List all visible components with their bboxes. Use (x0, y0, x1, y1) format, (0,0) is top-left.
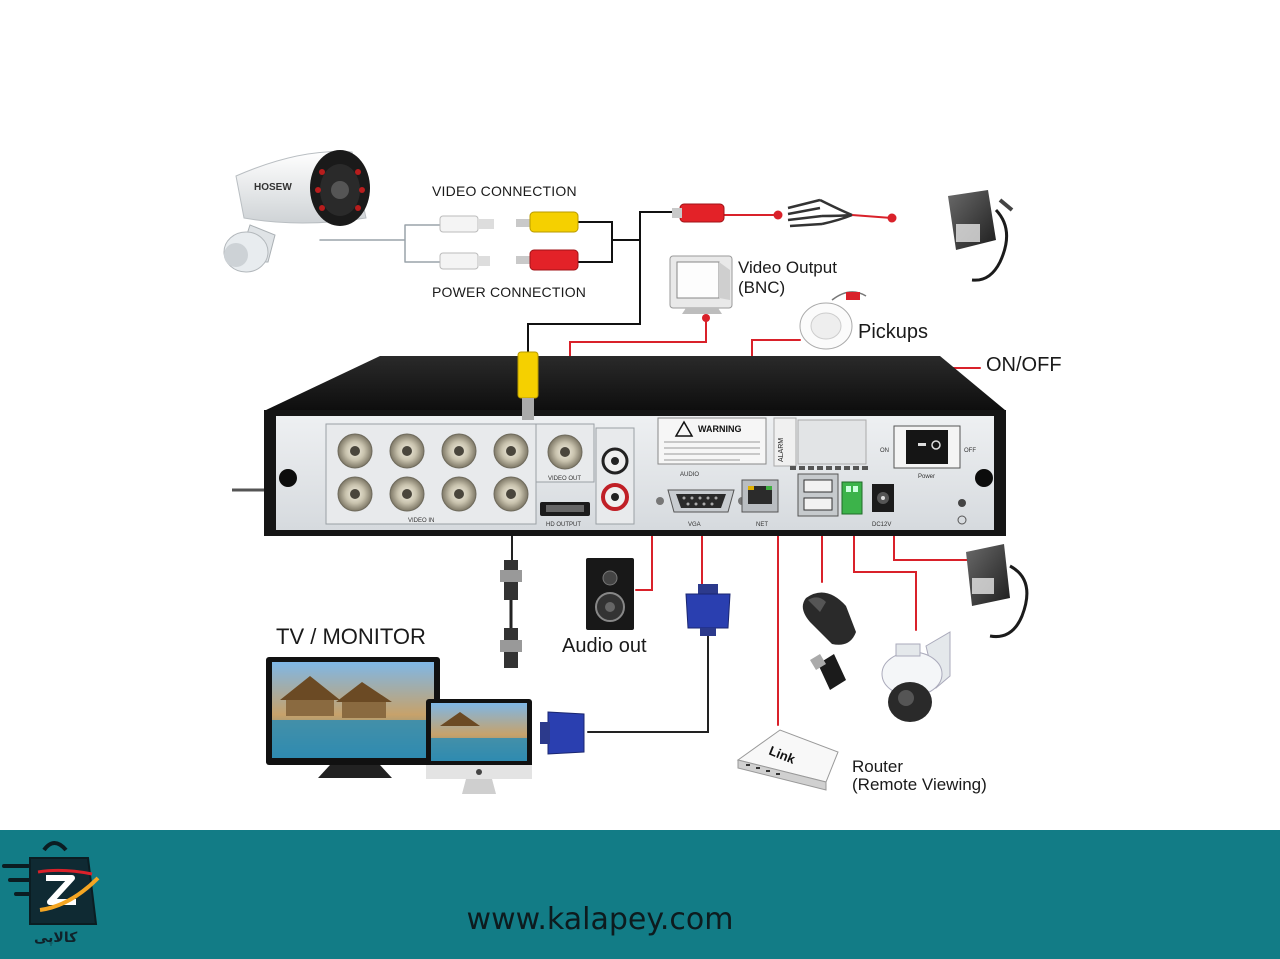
vga-plug-monitor (540, 711, 585, 755)
video-output-bnc-label: (BNC) (738, 278, 786, 297)
footer-bar: کالاپی www.kalapey.com (0, 830, 1280, 959)
vga-plug (685, 584, 731, 636)
brand-name: کالاپی (34, 930, 78, 946)
video-output-label: Video Output (738, 258, 837, 277)
ptz-camera (881, 631, 951, 722)
vga-monitor-cable (587, 635, 709, 733)
router: Link (736, 729, 839, 791)
power-connection-label: POWER CONNECTION (432, 284, 587, 300)
dvr-connection-diagram: HOSEW (223, 150, 1062, 794)
power-splitter (787, 198, 853, 228)
panel-power-label: Power (918, 474, 935, 480)
pickups-label: Pickups (858, 321, 929, 343)
panel-dc-label: DC12V (872, 522, 891, 528)
power-plug (672, 203, 725, 223)
tv-monitor-label: TV / MONITOR (276, 624, 426, 649)
panel-video-out-label: VIDEO OUT (548, 476, 581, 482)
power-adapter-bottom (966, 544, 1029, 639)
site-url-link[interactable]: www.kalapey.com (466, 902, 734, 937)
shopping-bag-logo-icon (2, 841, 100, 925)
hdmi-cable (500, 560, 522, 668)
audio-out-label: Audio out (562, 635, 647, 657)
panel-vga-label: VGA (688, 522, 701, 528)
panel-hd-output-label: HD OUTPUT (546, 522, 581, 528)
panel-video-in-label: VIDEO IN (408, 518, 434, 524)
power-cable-red (723, 214, 893, 219)
router-sub-label: (Remote Viewing) (852, 775, 987, 794)
speaker (586, 558, 634, 630)
panel-on-label: ON (880, 448, 889, 454)
dvr-recorder: VIDEO IN VIDEO OUT HD OUTPUT AUDIO WARNI… (232, 356, 1006, 536)
on-off-label: ON/OFF (986, 354, 1062, 376)
alarm-line (853, 517, 917, 631)
diagram-canvas: HOSEW (223, 150, 1029, 794)
bnc-video-in-ports (337, 433, 583, 512)
camera-pigtail-cable (319, 224, 441, 263)
usb-drive (810, 654, 846, 690)
video-cable-black (527, 211, 681, 353)
panel-off-label: OFF (964, 448, 976, 454)
yellow-rca-plug (517, 351, 539, 420)
bullet-camera: HOSEW (223, 150, 370, 273)
camera-brand: HOSEW (254, 182, 292, 193)
tv-monitor (266, 657, 532, 794)
warning-label: WARNING (698, 424, 742, 434)
mouse (802, 592, 856, 645)
panel-net-label: NET (756, 522, 768, 528)
panel-alarm-label: ALARM (778, 438, 785, 462)
pickup-microphone (799, 291, 867, 350)
crt-monitor (669, 255, 733, 314)
router-label: Router (852, 757, 904, 776)
rca-plugs (439, 211, 579, 271)
video-connection-label: VIDEO CONNECTION (432, 183, 577, 199)
panel-audio-label: AUDIO (680, 472, 699, 478)
power-adapter-top (948, 190, 1014, 282)
